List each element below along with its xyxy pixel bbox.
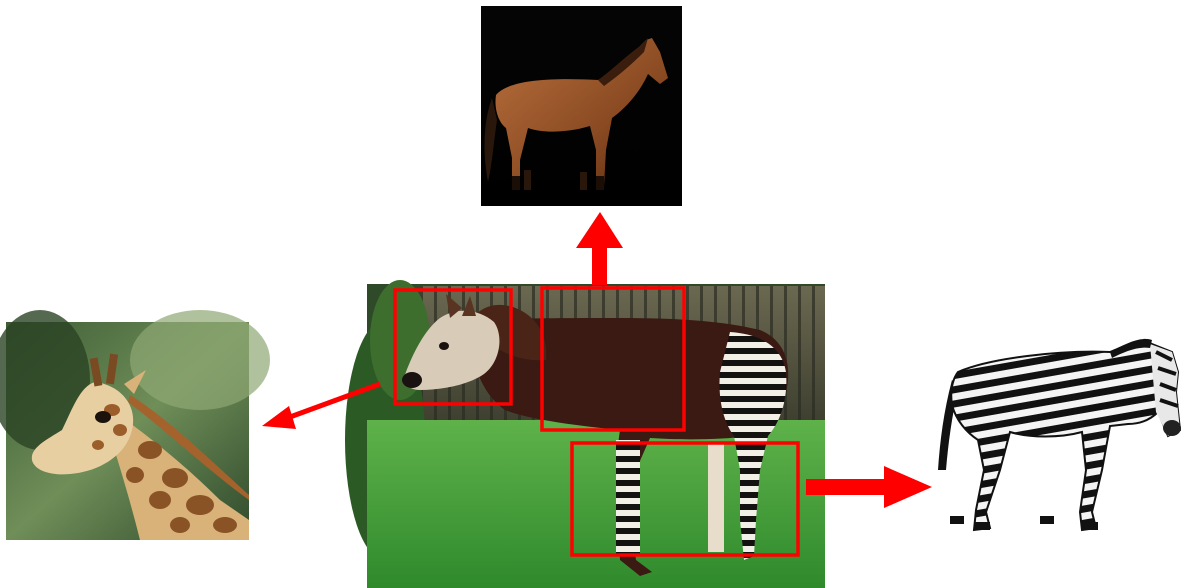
zebra-photo xyxy=(938,338,1182,532)
head-highlight-box xyxy=(393,288,513,406)
arrow-to-zebra xyxy=(806,466,932,508)
arrow-to-giraffe xyxy=(262,381,381,429)
legs-highlight-box xyxy=(570,441,800,557)
okapi-photo xyxy=(345,280,825,588)
highlight-boxes xyxy=(393,286,800,557)
giraffe-photo xyxy=(0,310,270,540)
body-highlight-box xyxy=(540,286,686,432)
horse-photo xyxy=(481,6,682,206)
arrow-to-horse xyxy=(576,212,623,285)
